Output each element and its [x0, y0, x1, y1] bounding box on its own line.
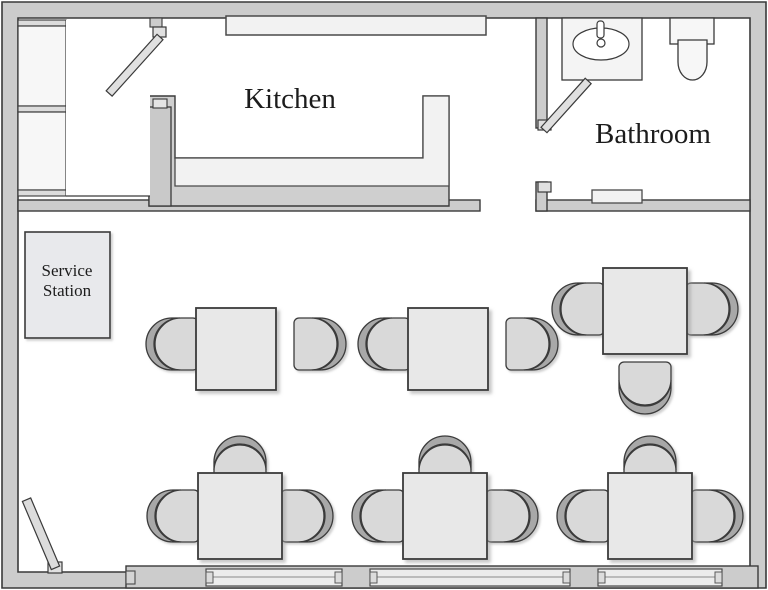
wall-bathroom-west-upper — [535, 17, 548, 129]
entry-door — [21, 497, 63, 574]
refrigerator-upper-rail-icon — [17, 19, 67, 27]
chair-right-5[interactable] — [485, 489, 539, 543]
chair-right-4[interactable] — [280, 489, 334, 543]
window-stop-left-3 — [597, 571, 606, 584]
chair-right-3[interactable] — [685, 282, 739, 336]
table-4[interactable] — [197, 472, 283, 560]
window-stop-left-1 — [205, 571, 214, 584]
chair-right-6[interactable] — [690, 489, 744, 543]
window-stop-right-1 — [334, 571, 343, 584]
table-group-6[interactable] — [556, 435, 744, 560]
table-group-1[interactable] — [145, 307, 347, 391]
service-station-box — [24, 231, 111, 339]
table-group-2[interactable] — [357, 307, 559, 391]
kitchen-door-leaf — [105, 33, 164, 98]
kitchen-partition-wall — [148, 106, 172, 207]
refrigerator-upper — [17, 25, 67, 107]
chair-left-1[interactable] — [145, 317, 199, 371]
sink-faucet-icon — [596, 20, 605, 39]
window-stop-right-2 — [562, 571, 571, 584]
chair-right-2[interactable] — [505, 317, 559, 371]
bathroom-south-counter — [591, 189, 643, 204]
kitchen-top-counter — [225, 15, 487, 36]
toilet-bowl-icon — [677, 39, 708, 81]
refrigerator-lower-rail-icon — [17, 189, 67, 197]
kitchen-label: Kitchen — [244, 83, 336, 115]
bathroom-door-stop-icon — [537, 181, 552, 193]
table-1[interactable] — [195, 307, 277, 391]
window-band-end-cap-icon — [125, 570, 136, 585]
refrigerator-divider-icon — [17, 105, 67, 113]
chair-left-3[interactable] — [551, 282, 605, 336]
entry-door-leaf — [21, 497, 61, 571]
table-6[interactable] — [607, 472, 693, 560]
chair-left-4[interactable] — [146, 489, 200, 543]
chair-bottom-3[interactable] — [618, 361, 672, 415]
table-group-4[interactable] — [146, 435, 334, 560]
kitchen-partition-end-cap-icon — [152, 98, 168, 109]
service-station — [24, 231, 111, 339]
kitchen-door-hinge-icon — [152, 26, 167, 38]
chair-left-2[interactable] — [357, 317, 411, 371]
service-station-label-line1: Service — [42, 261, 93, 280]
refrigerator-lower — [17, 111, 67, 191]
bathroom-label: Bathroom — [595, 118, 711, 150]
table-2[interactable] — [407, 307, 489, 391]
chair-left-6[interactable] — [556, 489, 610, 543]
window-stop-left-2 — [369, 571, 378, 584]
bottom-wall-windows — [125, 565, 759, 589]
window-stop-right-3 — [714, 571, 723, 584]
table-group-3[interactable] — [551, 267, 739, 415]
service-station-label-line2: Station — [43, 281, 92, 300]
kitchen-fixtures — [17, 15, 487, 207]
table-3[interactable] — [602, 267, 688, 355]
table-5[interactable] — [402, 472, 488, 560]
bathroom-fixtures — [537, 17, 715, 204]
sink-drain-icon — [596, 38, 606, 48]
bathroom-door-leaf — [540, 77, 592, 134]
chair-left-5[interactable] — [351, 489, 405, 543]
kitchen-door-jamb-icon — [149, 17, 163, 28]
chair-right-1[interactable] — [293, 317, 347, 371]
wall-bathroom-south — [535, 199, 751, 212]
kitchen-island-worktop — [174, 95, 450, 187]
table-group-5[interactable] — [351, 435, 539, 560]
kitchen-prep-floor — [66, 20, 150, 196]
